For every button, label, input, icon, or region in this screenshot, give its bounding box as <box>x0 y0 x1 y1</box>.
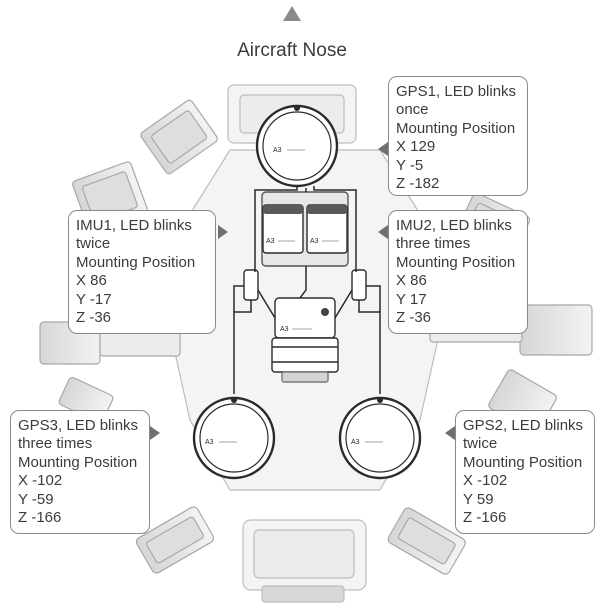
imu1-x: X 86 <box>76 272 107 290</box>
gps2-mounting-label: Mounting Position <box>463 453 583 471</box>
flight-controller-assembly <box>243 191 367 383</box>
page-title: Aircraft Nose <box>237 40 347 61</box>
gps1-y: Y -5 <box>396 156 424 174</box>
motor-upper-left <box>140 99 218 175</box>
imu1-heading: IMU1, LED blinks <box>76 217 192 234</box>
imu2-logo: A3 <box>310 238 319 245</box>
callout-imu2: IMU2, LED blinks three times Mounting Po… <box>388 210 528 334</box>
gps3-blink: three times <box>18 435 93 453</box>
gps3-z: Z -166 <box>18 509 62 527</box>
imu1-logo: A3 <box>266 238 275 245</box>
imu2-pointer-icon <box>378 225 388 239</box>
gps2-x: X -102 <box>463 472 508 490</box>
imu2-mounting-label: Mounting Position <box>396 253 516 271</box>
gps1-heading: GPS1, LED blinks <box>396 83 517 100</box>
imu2-blink: three times <box>396 235 471 253</box>
imu2-y: Y 17 <box>396 290 427 308</box>
gps3-pointer-icon <box>150 426 160 440</box>
motor-right-middle <box>519 304 593 356</box>
gps2-z: Z -166 <box>463 509 507 527</box>
imu2-z: Z -36 <box>396 309 432 327</box>
gps1-blink: once <box>396 101 429 119</box>
gps2-pointer-icon <box>445 426 455 440</box>
imu2-x: X 86 <box>396 272 427 290</box>
pmu-left <box>243 269 259 301</box>
gps1-pointer-icon <box>378 142 388 156</box>
callout-gps3: GPS3, LED blinks three times Mounting Po… <box>10 410 150 534</box>
controller-logo: A3 <box>280 326 289 333</box>
gps2-unit <box>338 396 422 480</box>
gps3-y: Y -59 <box>18 490 54 508</box>
gps1-z: Z -182 <box>396 175 440 193</box>
gps1-mounting-label: Mounting Position <box>396 119 516 137</box>
imu1-mounting-label: Mounting Position <box>76 253 196 271</box>
gps3-mounting-label: Mounting Position <box>18 453 138 471</box>
nose-direction-arrow-icon <box>283 6 301 21</box>
motor-lower-right <box>387 507 466 575</box>
gps3-unit <box>192 396 276 480</box>
cables <box>233 186 381 394</box>
imu1-pointer-icon <box>218 225 228 239</box>
gps3-logo: A3 <box>205 439 214 446</box>
gps1-unit <box>255 104 339 188</box>
motor-lower-left <box>135 506 215 574</box>
a3-logos: A3 A3 A3 A3 A3 A3 <box>205 147 360 446</box>
gps3-heading: GPS3, LED blinks <box>18 417 139 434</box>
imu1-z: Z -36 <box>76 309 112 327</box>
controller-base <box>271 337 339 373</box>
callout-imu1: IMU1, LED blinks twice Mounting Position… <box>68 210 216 334</box>
gps3-x: X -102 <box>18 472 63 490</box>
imu1-y: Y -17 <box>76 290 112 308</box>
imu2-heading: IMU2, LED blinks <box>396 217 512 234</box>
callout-gps2: GPS2, LED blinks twice Mounting Position… <box>455 410 595 534</box>
pmu-right <box>351 269 367 301</box>
imu1-blink: twice <box>76 235 111 253</box>
gps1-logo: A3 <box>273 147 282 154</box>
gps2-blink: twice <box>463 435 498 453</box>
gps1-x: X 129 <box>396 138 436 156</box>
callout-gps1: GPS1, LED blinks once Mounting Position … <box>388 76 528 196</box>
gps2-heading: GPS2, LED blinks <box>463 417 584 434</box>
gps2-logo: A3 <box>351 439 360 446</box>
gps2-y: Y 59 <box>463 490 494 508</box>
